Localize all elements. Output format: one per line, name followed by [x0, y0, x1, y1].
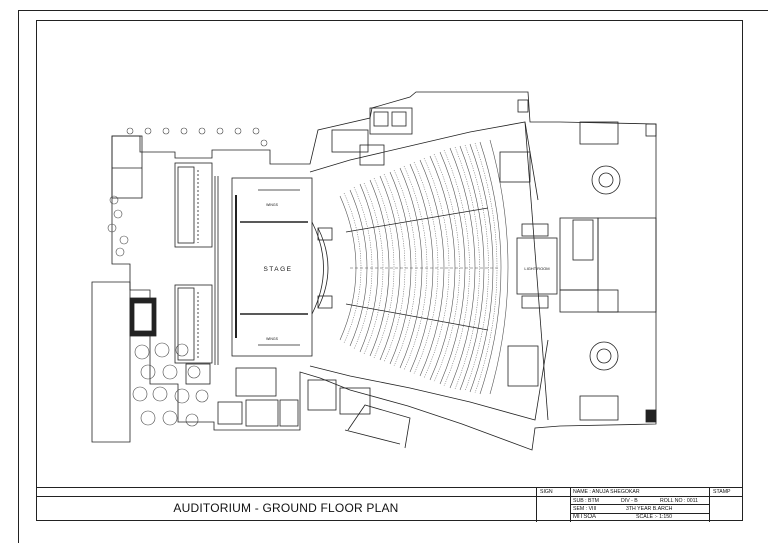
division: DIV - B — [621, 498, 638, 504]
green-room-bottom — [174, 284, 213, 364]
sheet-left-edge — [18, 10, 19, 543]
round-table-top — [591, 165, 621, 195]
landscape-hedge — [107, 127, 268, 257]
drawing-frame — [36, 20, 743, 521]
title-block: AUDITORIUM - GROUND FLOOR PLAN SIGN STAM… — [36, 487, 743, 522]
left-enclosure — [91, 281, 131, 443]
semester: SEM : VIII — [573, 506, 597, 512]
lobby-block — [559, 217, 599, 291]
year: 3TH YEAR B.ARCH — [626, 506, 673, 512]
stamp-label: STAMP — [713, 489, 731, 495]
building-outline — [111, 91, 657, 451]
label-light-room: LIGHT ROOM — [524, 266, 549, 271]
student-name: NAME : ANUJA SHEGOKAR — [573, 489, 640, 495]
label-wings-top: WINGS — [266, 203, 279, 207]
drawing-title: AUDITORIUM - GROUND FLOOR PLAN — [173, 501, 399, 515]
stage-area — [231, 177, 313, 357]
sheet-top-edge — [18, 10, 768, 11]
institute: MITSOA — [573, 514, 597, 520]
roll-number: ROLL NO : 0011 — [660, 498, 699, 504]
subject: SUB : BTM — [573, 498, 599, 504]
auditorium-wall-top — [309, 121, 539, 201]
right-room-top — [579, 121, 619, 145]
landscape-trees — [132, 342, 209, 427]
proscenium-arc — [311, 221, 324, 315]
green-room-top — [174, 162, 213, 248]
round-table-bottom — [589, 341, 619, 371]
left-annex-room — [111, 135, 143, 199]
right-room-bottom — [579, 395, 619, 421]
label-stage: STAGE — [263, 266, 292, 273]
label-wings-bottom: WINGS — [266, 337, 279, 341]
seating-rows — [339, 139, 509, 395]
scale: SCALE :- 1:150 — [636, 514, 673, 520]
auditorium-wall-bottom — [309, 339, 549, 421]
sign-label: SIGN — [540, 489, 553, 495]
light-room — [516, 237, 558, 295]
